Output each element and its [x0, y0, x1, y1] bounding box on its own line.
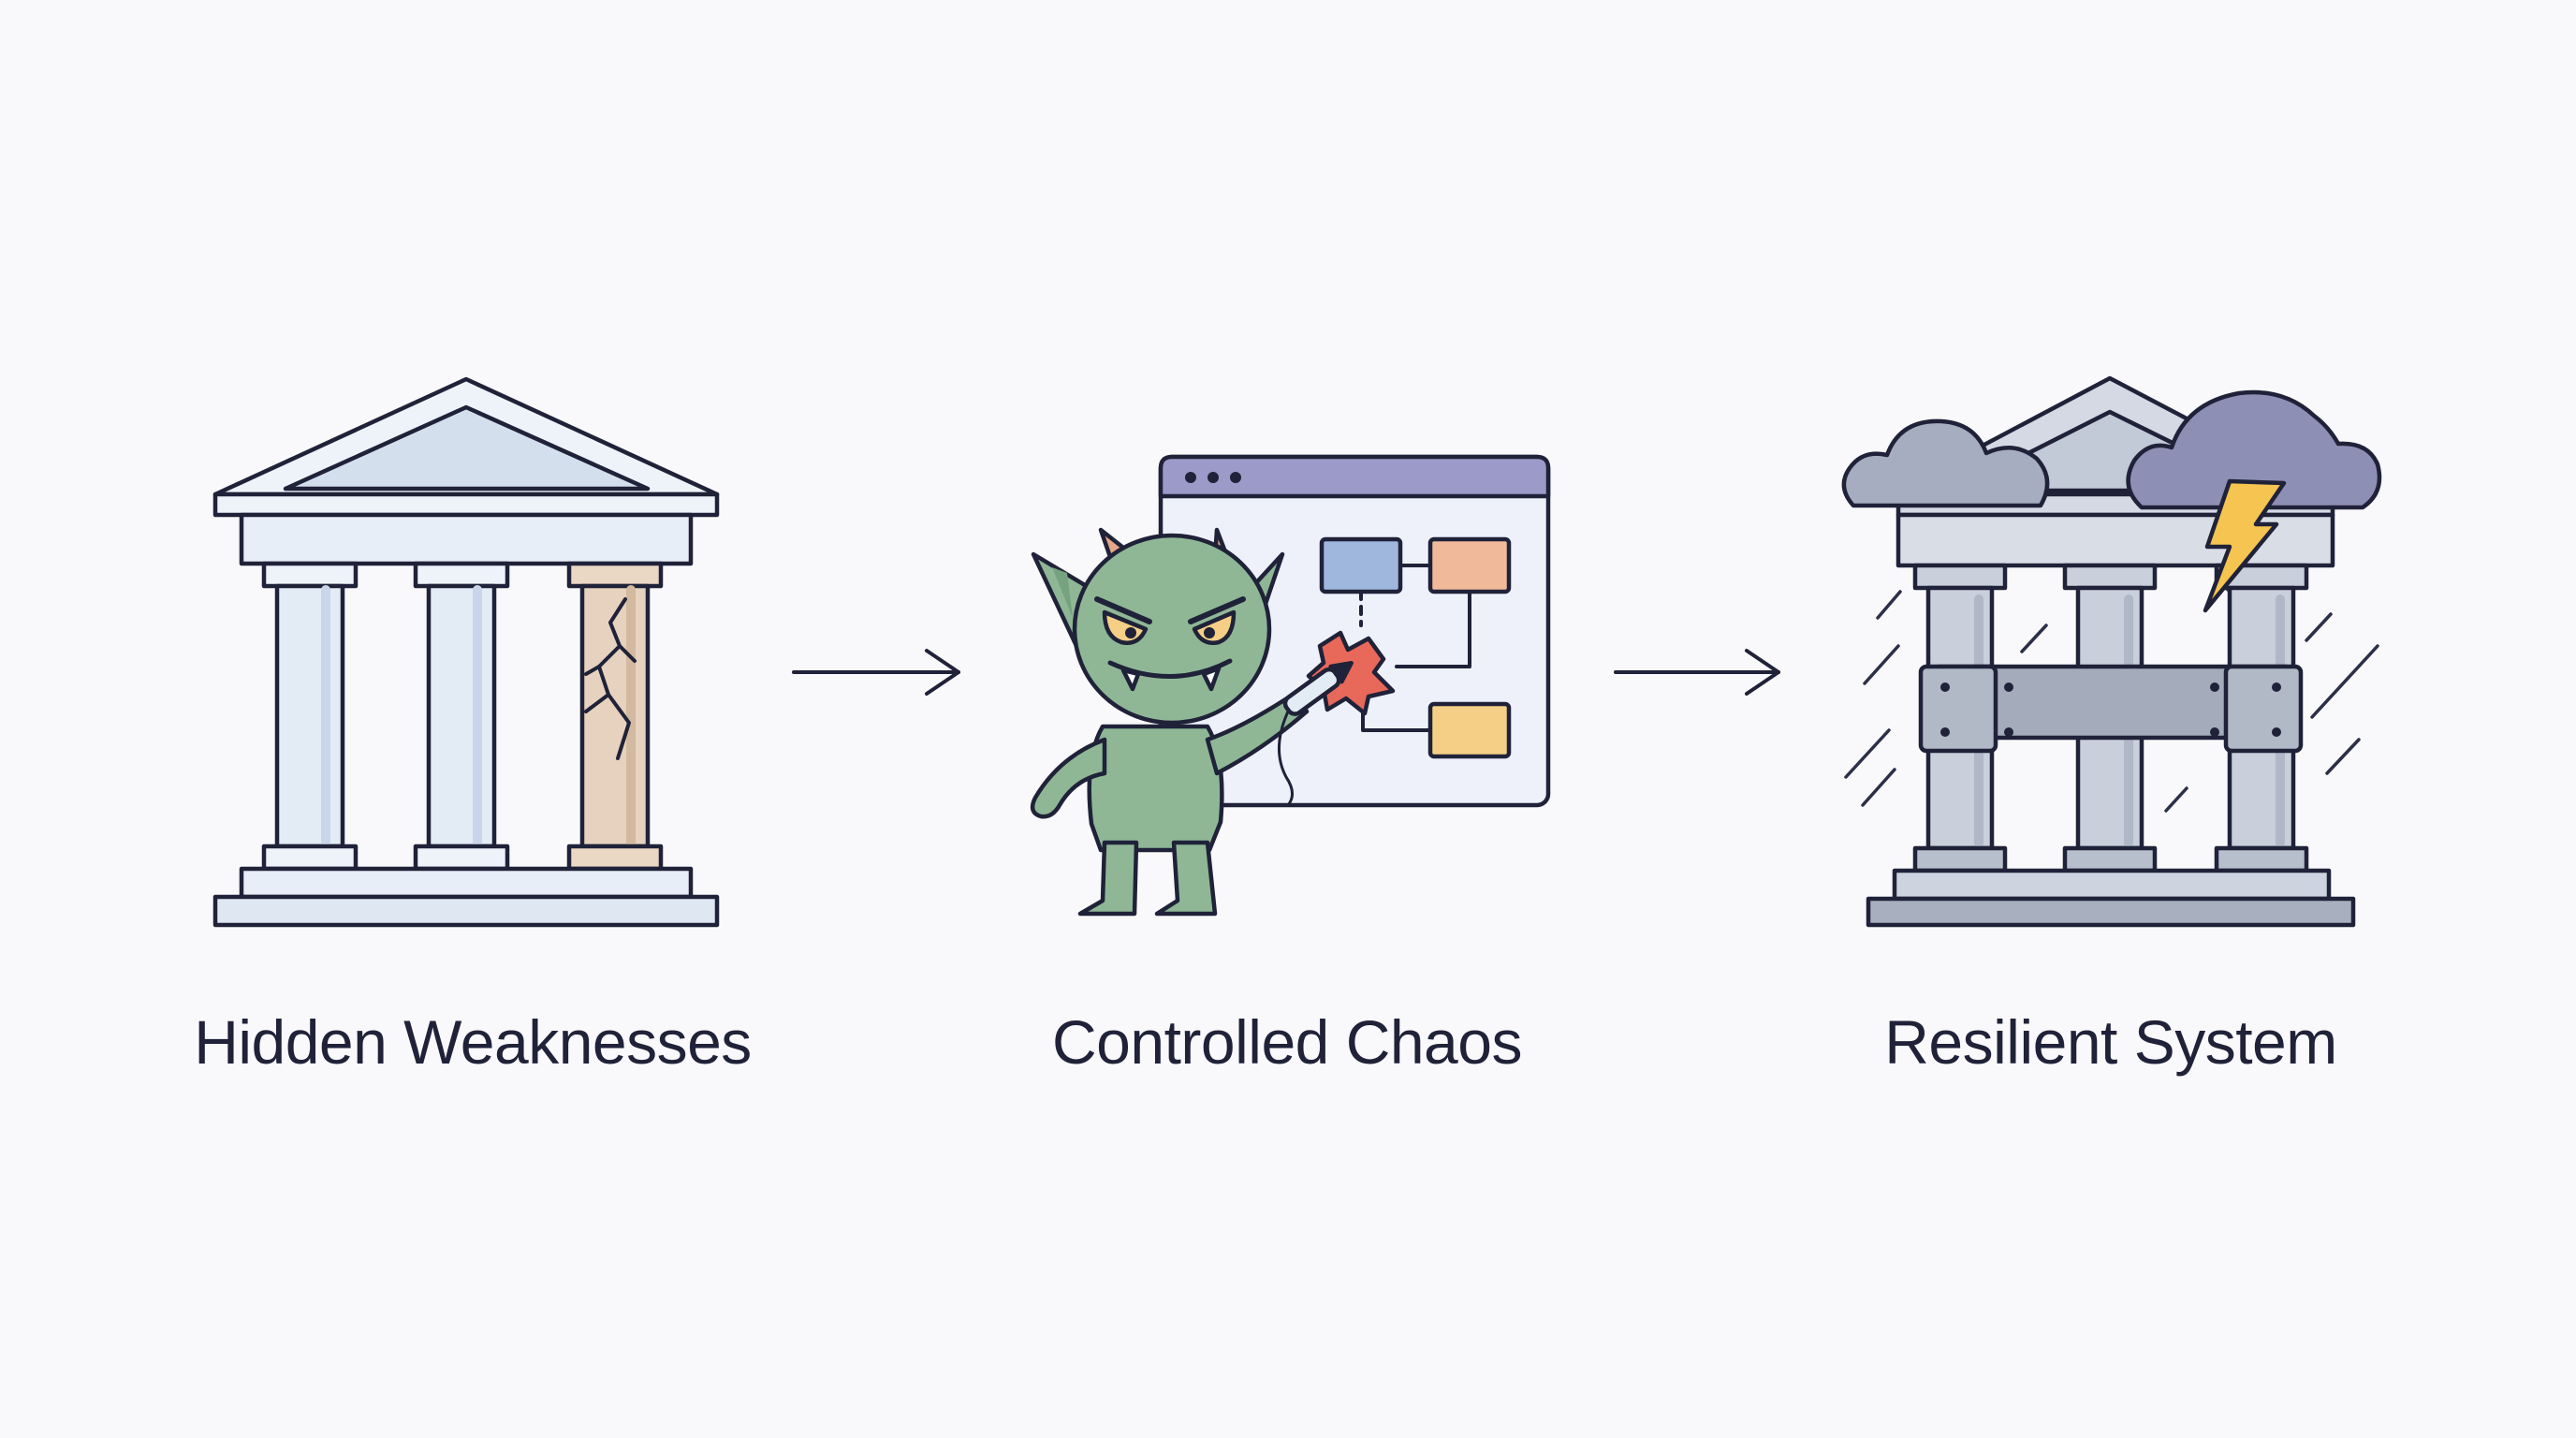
lightning-icon	[2203, 478, 2287, 613]
arrow-right-icon	[1614, 649, 1780, 696]
cracked-temple-icon	[212, 376, 720, 928]
cloud-icon	[1841, 418, 2050, 508]
arrow-right-icon	[792, 649, 960, 696]
reinforced-temple-icon	[1841, 375, 2382, 928]
chaos-gremlin-icon	[1030, 454, 1551, 917]
storm-cloud-icon	[2126, 389, 2382, 510]
step-label-hidden-weaknesses: Hidden Weaknesses	[194, 1007, 752, 1077]
step-label-controlled-chaos: Controlled Chaos	[1052, 1007, 1522, 1077]
step-label-resilient-system: Resilient System	[1884, 1007, 2337, 1077]
